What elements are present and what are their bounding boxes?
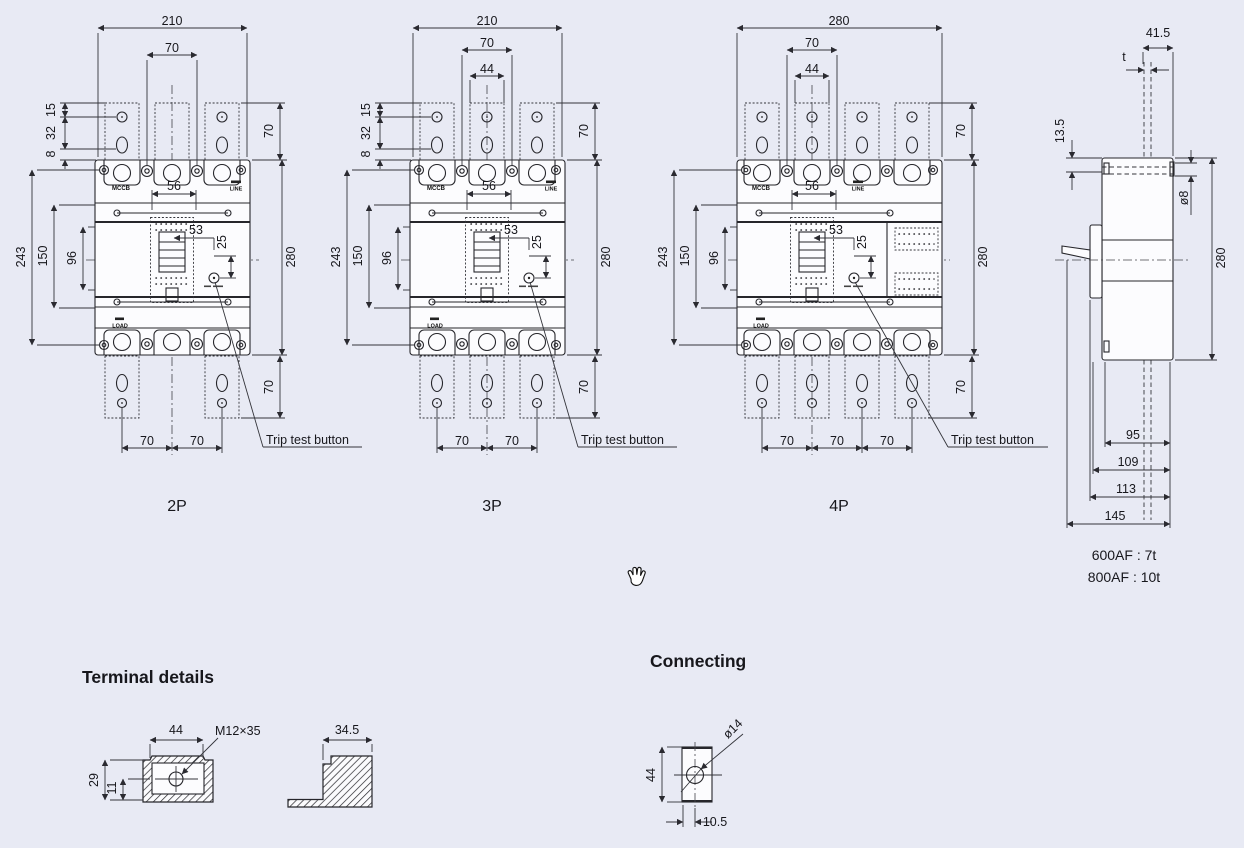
dim-3p-tab-bottom-height: 70 bbox=[576, 380, 591, 394]
load-text-2p: LOAD bbox=[112, 323, 128, 330]
mccb-text-2p: MCCB bbox=[112, 186, 130, 192]
dim-side-recess: 13.5 bbox=[1052, 118, 1067, 144]
dim-connecting-hole-offset: 10.5 bbox=[702, 814, 728, 829]
dim-2p-trip-offset-x: 53 bbox=[189, 222, 203, 237]
dim-side-busbar-thickness: t bbox=[1122, 49, 1126, 64]
dim-3p-trip-offset-x: 53 bbox=[504, 222, 518, 237]
dim-4p-pitch-bottom-2: 70 bbox=[830, 433, 844, 448]
dim-2p-cover-height: 150 bbox=[35, 245, 50, 267]
line-text-3p: LINE bbox=[544, 186, 558, 193]
dim-4p-pitch-bottom-1: 70 bbox=[780, 433, 794, 448]
dim-side-top-offset: 41.5 bbox=[1145, 25, 1171, 40]
view-3p bbox=[343, 24, 677, 455]
dim-2p-mount-height: 243 bbox=[13, 246, 28, 268]
dim-3p-cover-height: 150 bbox=[350, 245, 365, 267]
view-label-2p: 2P bbox=[167, 498, 187, 515]
dim-4p-pitch-top: 70 bbox=[805, 35, 819, 50]
dim-3p-pitch-bottom-2: 70 bbox=[505, 433, 519, 448]
dim-2p-body-height: 280 bbox=[283, 246, 298, 268]
connecting-heading: Connecting bbox=[650, 651, 747, 671]
load-text-3p: LOAD bbox=[427, 323, 443, 330]
dim-4p-window-height: 96 bbox=[706, 251, 721, 265]
dim-2p-hole-bottom: 8 bbox=[43, 150, 58, 158]
view-2p bbox=[28, 24, 362, 455]
dim-connecting-height: 44 bbox=[643, 768, 658, 782]
line-text-4p: LINE bbox=[851, 186, 865, 193]
dim-3p-pitch-top: 70 bbox=[480, 35, 494, 50]
trip-test-button-note-4p: Trip test button bbox=[951, 432, 1034, 447]
dim-2p-tab-bottom-height: 70 bbox=[261, 380, 276, 394]
dim-4p-pitch-bottom-3: 70 bbox=[880, 433, 894, 448]
dim-4p-cover-height: 150 bbox=[677, 245, 692, 267]
dim-side-depth-113: 113 bbox=[1116, 481, 1136, 496]
view-4p bbox=[670, 24, 1048, 455]
dim-3p-tab-top-height: 70 bbox=[576, 124, 591, 138]
dim-3p-window-height: 96 bbox=[379, 251, 394, 265]
dim-4p-tab-top-height: 70 bbox=[953, 124, 968, 138]
dim-4p-trip-offset-y: 25 bbox=[854, 235, 869, 249]
dim-terminal-hole-offset: 11 bbox=[104, 781, 119, 795]
dim-2p-pitch-top: 70 bbox=[165, 40, 179, 55]
dim-4p-body-height: 280 bbox=[975, 246, 990, 268]
dim-2p-tab-top-height: 70 bbox=[261, 124, 276, 138]
hand-cursor bbox=[627, 566, 646, 586]
mccb-text-3p: MCCB bbox=[427, 186, 445, 192]
dim-4p-overall-width: 280 bbox=[828, 13, 850, 28]
dim-2p-hole-top: 15 bbox=[43, 103, 58, 117]
dim-2p-overall-width: 210 bbox=[161, 13, 183, 28]
dim-side-depth-95: 95 bbox=[1126, 427, 1140, 442]
dim-4p-tab-bottom-height: 70 bbox=[953, 380, 968, 394]
dim-4p-tab-width: 44 bbox=[805, 61, 819, 76]
dim-side-hole-dia: ø8 bbox=[1176, 190, 1191, 206]
dim-2p-pole-width: 56 bbox=[167, 178, 181, 193]
dim-4p-pole-width: 56 bbox=[805, 178, 819, 193]
trip-test-button-note-2p: Trip test button bbox=[266, 432, 349, 447]
dim-side-depth-145: 145 bbox=[1104, 508, 1126, 523]
dim-side-height: 280 bbox=[1213, 247, 1228, 269]
dim-4p-mount-height: 243 bbox=[655, 246, 670, 268]
dim-4p-trip-offset-x: 53 bbox=[829, 222, 843, 237]
dim-2p-window-height: 96 bbox=[64, 251, 79, 265]
dim-3p-pitch-bottom-1: 70 bbox=[455, 433, 469, 448]
dim-side-depth-109: 109 bbox=[1117, 454, 1139, 469]
note-800af: 800AF : 10t bbox=[1087, 569, 1161, 585]
view-label-3p: 3P bbox=[482, 498, 502, 515]
dim-3p-trip-offset-y: 25 bbox=[529, 235, 544, 249]
line-text-2p: LINE bbox=[229, 186, 243, 193]
load-text-4p: LOAD bbox=[753, 323, 769, 330]
dim-3p-body-height: 280 bbox=[598, 246, 613, 268]
dim-3p-hole-gap: 32 bbox=[358, 126, 373, 140]
dim-3p-overall-width: 210 bbox=[476, 13, 498, 28]
terminal-details-heading: Terminal details bbox=[82, 667, 214, 687]
trip-test-button-note-3p: Trip test button bbox=[581, 432, 664, 447]
dim-2p-pitch-bottom-2: 70 bbox=[190, 433, 204, 448]
dim-terminal-bracket-width: 34.5 bbox=[334, 722, 360, 737]
mccb-text-4p: MCCB bbox=[752, 186, 770, 192]
dim-terminal-screw: M12×35 bbox=[215, 723, 261, 738]
note-600af: 600AF : 7t bbox=[1091, 547, 1157, 563]
dim-2p-hole-gap: 32 bbox=[43, 126, 58, 140]
dim-3p-mount-height: 243 bbox=[328, 246, 343, 268]
dim-2p-trip-offset-y: 25 bbox=[214, 235, 229, 249]
dim-terminal-height: 29 bbox=[86, 773, 101, 787]
figure-terminal-details bbox=[101, 736, 373, 808]
dim-3p-tab-width: 44 bbox=[480, 61, 494, 76]
dim-3p-pole-width: 56 bbox=[482, 178, 496, 193]
dim-terminal-width: 44 bbox=[169, 722, 183, 737]
dim-3p-hole-top: 15 bbox=[358, 103, 373, 117]
figure-connecting bbox=[658, 733, 744, 827]
view-label-4p: 4P bbox=[829, 498, 849, 515]
view-side bbox=[1055, 44, 1217, 528]
dim-3p-hole-bottom: 8 bbox=[358, 150, 373, 158]
dim-2p-pitch-bottom-1: 70 bbox=[140, 433, 154, 448]
